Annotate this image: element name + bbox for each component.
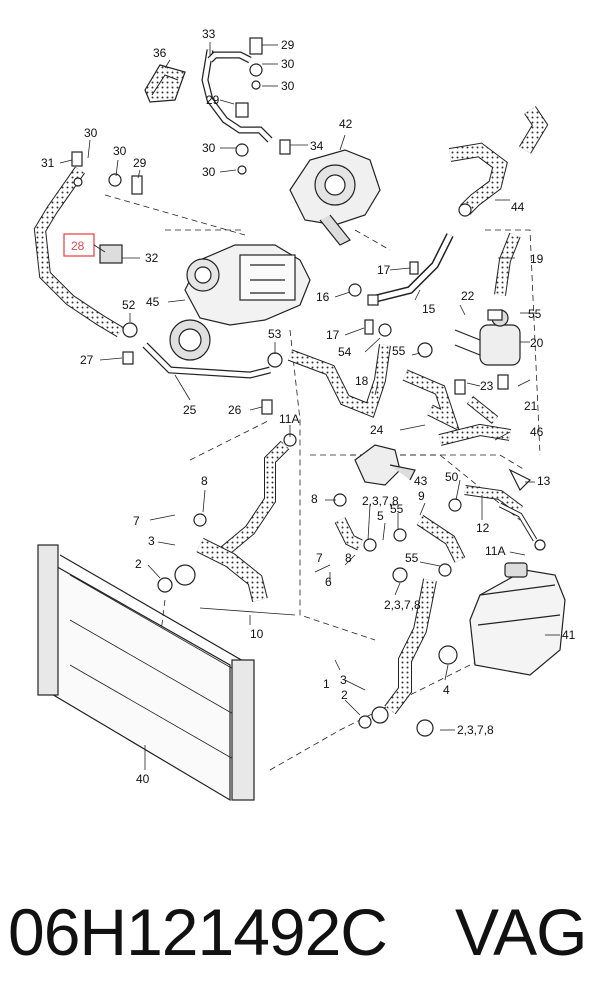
radiator-40	[37, 544, 255, 802]
label-12: 12	[476, 521, 490, 535]
label-30f: 30	[113, 144, 127, 158]
label-29c: 29	[133, 156, 147, 170]
label-30a: 30	[281, 57, 295, 71]
label-18: 18	[355, 374, 369, 388]
fittings	[71, 37, 546, 737]
label-22: 22	[461, 289, 475, 303]
label-30d: 30	[202, 165, 216, 179]
label-51: 52	[122, 298, 136, 312]
label-46: 46	[530, 425, 544, 439]
label-54a: 55	[392, 344, 406, 358]
label-7a: 7	[133, 514, 140, 528]
pipes	[142, 49, 538, 542]
thermostat-43	[354, 444, 416, 486]
label-20: 20	[530, 336, 544, 350]
label-30e: 30	[84, 126, 98, 140]
label-4: 4	[443, 683, 450, 697]
label-40: 40	[136, 772, 150, 786]
part-labels: 36 33 29 30 30 29 30 30 34 42 30 31 30 2…	[41, 27, 576, 786]
label-5: 5	[377, 509, 384, 523]
label-43: 43	[414, 474, 428, 488]
label-30b: 30	[281, 79, 295, 93]
expansion-tank-41	[469, 562, 566, 676]
turbocharger-45	[169, 244, 311, 361]
label-8a: 8	[201, 474, 208, 488]
gasket-36	[144, 64, 186, 103]
label-1: 1	[323, 677, 330, 691]
label-13: 13	[537, 474, 551, 488]
label-3a: 3	[148, 534, 155, 548]
label-54d: 55	[405, 551, 419, 565]
label-44: 44	[511, 200, 525, 214]
aux-pump-20	[454, 309, 521, 366]
label-11a-top: 11A	[279, 412, 299, 426]
label-50: 50	[445, 470, 459, 484]
label-3b: 3	[340, 673, 347, 687]
reference-lines	[104, 194, 541, 771]
label-28: 28	[71, 239, 85, 253]
label-27: 27	[80, 353, 94, 367]
label-26: 26	[228, 403, 242, 417]
label-8b: 8	[311, 492, 318, 506]
label-32: 32	[145, 251, 159, 265]
label-24: 24	[370, 423, 384, 437]
label-30c: 30	[202, 141, 216, 155]
label-55b: 2,3,7,8	[384, 598, 421, 612]
label-16: 16	[316, 290, 330, 304]
label-10: 10	[250, 627, 264, 641]
label-25: 25	[183, 403, 197, 417]
label-9: 9	[418, 489, 425, 503]
label-21: 21	[524, 399, 538, 413]
label-11a-mid: 11A	[485, 544, 505, 558]
part-number-caption: 06H121492C	[8, 895, 388, 969]
coolant-pump-42	[289, 149, 381, 246]
label-23: 23	[480, 379, 494, 393]
label-7b: 7	[316, 551, 323, 565]
label-53: 54	[338, 345, 352, 359]
label-8c: 8	[345, 551, 352, 565]
label-19: 19	[530, 252, 544, 266]
label-29a: 29	[281, 38, 295, 52]
leader-lines	[59, 42, 560, 770]
hoses	[33, 106, 549, 715]
label-2a: 2	[135, 557, 142, 571]
label-31: 31	[41, 156, 55, 170]
label-6: 6	[325, 575, 332, 589]
label-54b: 55	[528, 307, 542, 321]
label-15: 15	[422, 302, 436, 316]
label-52: 53	[268, 327, 282, 341]
label-33: 33	[202, 27, 216, 41]
label-34: 34	[310, 139, 324, 153]
brand-caption: VAG	[455, 895, 587, 969]
label-42: 42	[339, 117, 353, 131]
label-41: 41	[562, 628, 576, 642]
label-17b: 17	[326, 328, 340, 342]
label-2b: 2	[341, 688, 348, 702]
label-54c: 55	[390, 502, 404, 516]
coolant-system-diagram: 36 33 29 30 30 29 30 30 34 42 30 31 30 2…	[33, 27, 576, 802]
label-45: 45	[146, 295, 160, 309]
label-17a: 17	[377, 263, 391, 277]
label-29b: 29	[206, 93, 220, 107]
label-36: 36	[153, 46, 167, 60]
label-55a: 2,3,7,8	[362, 494, 399, 508]
label-55c: 2,3,7,8	[457, 723, 494, 737]
